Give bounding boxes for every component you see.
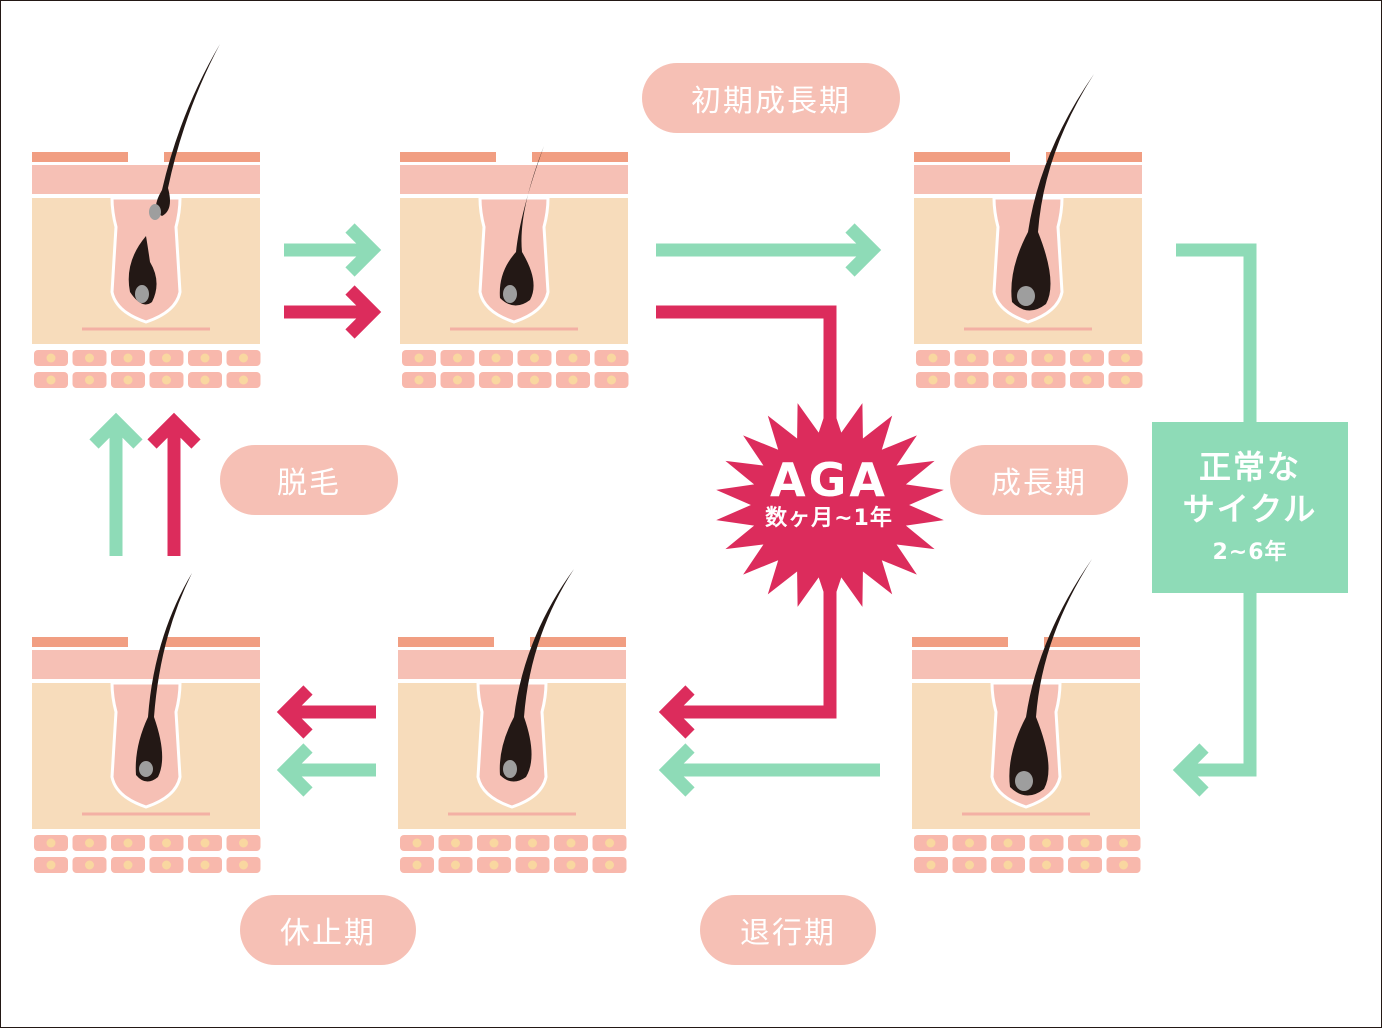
arrow-green-1-head-icon <box>345 223 382 277</box>
tile-catagen <box>398 569 627 873</box>
label-anagen-text: 成長期 <box>991 466 1087 501</box>
arrow-green-3-head-icon <box>658 743 695 797</box>
tile-shedding <box>32 44 261 388</box>
tile-anagen <box>914 74 1143 388</box>
tile-early-anagen <box>400 146 629 388</box>
label-early-anagen: 初期成長期 <box>642 63 900 133</box>
tile-telogen <box>32 573 261 873</box>
aga-duration: 数ヶ月~1年 <box>765 506 893 531</box>
label-telogen: 休止期 <box>240 895 416 965</box>
arrow-green-normal-head-icon <box>1172 743 1209 797</box>
normal-cycle-years: 2~6年 <box>1212 539 1288 565</box>
arrow-magenta-2-head-icon <box>276 685 313 739</box>
aga-burst-icon <box>716 398 944 612</box>
label-telogen-text: 休止期 <box>280 916 376 951</box>
arrow-green-2-head-icon <box>845 223 882 277</box>
normal-cycle-line2: サイクル <box>1182 489 1318 528</box>
normal-cycle-box-bg <box>1152 422 1348 593</box>
label-shedding: 脱毛 <box>220 445 398 515</box>
label-catagen: 退行期 <box>700 895 876 965</box>
label-anagen: 成長期 <box>950 445 1128 515</box>
tile-late-anagen <box>912 559 1141 873</box>
skin-tiles <box>32 44 1143 873</box>
label-shedding-text: 脱毛 <box>277 466 341 501</box>
label-early-anagen-text: 初期成長期 <box>691 84 851 119</box>
arrow-magenta-1-head-icon <box>345 285 382 339</box>
aga-label: AGA 数ヶ月~1年 <box>718 455 940 533</box>
normal-cycle-box: 正常な サイクル 2~6年 <box>1152 422 1348 593</box>
arrow-magenta-aga-head-icon <box>658 685 695 739</box>
aga-title: AGA <box>770 453 888 507</box>
normal-cycle-line1: 正常な <box>1198 447 1301 486</box>
arrow-green-5-head-icon <box>89 412 143 449</box>
arrow-green-4-head-icon <box>276 743 313 797</box>
label-catagen-text: 退行期 <box>740 916 836 951</box>
arrow-magenta-3-head-icon <box>147 412 201 449</box>
